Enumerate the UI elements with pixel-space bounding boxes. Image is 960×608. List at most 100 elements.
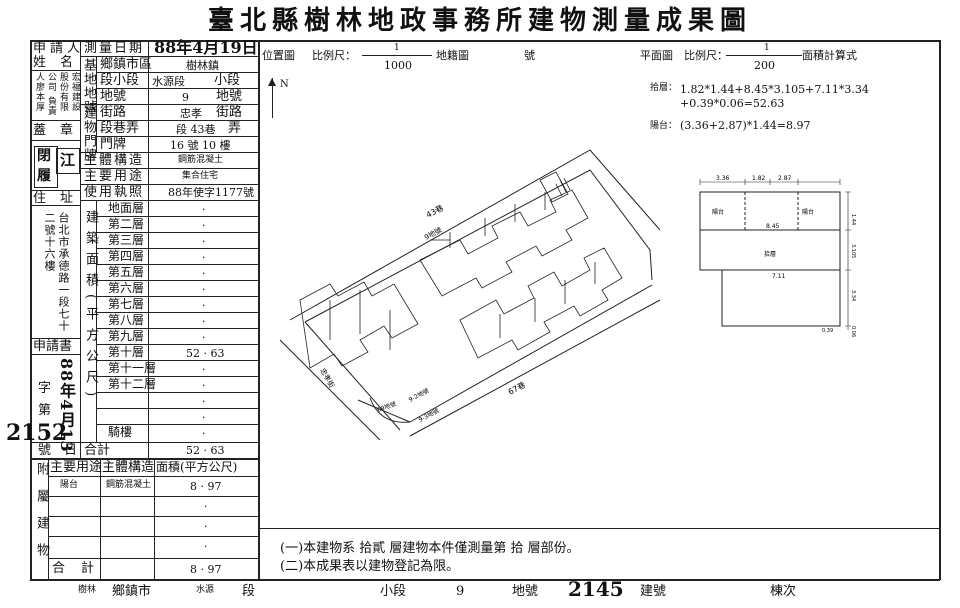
- number-label: 門牌: [100, 137, 127, 152]
- annex-head-use: 主要用途: [50, 460, 103, 475]
- road-67-label: 67巷: [507, 380, 527, 396]
- lane-suffix: 弄: [228, 121, 242, 136]
- area-calc-label: 面積計算式: [802, 49, 857, 62]
- date-label: 日: [64, 443, 78, 458]
- road-67-edge-inner: [409, 284, 653, 423]
- dim-top-2: 1.82: [752, 175, 766, 182]
- floor-area-value: ·: [202, 219, 206, 232]
- applicant-names: 宏福建設股份有限公司 負責人廖本厚: [34, 72, 80, 116]
- plan-label: 平面圖: [640, 49, 673, 62]
- footer-township-value: 樹林: [78, 585, 97, 595]
- door-label: 建物門牌: [81, 106, 96, 162]
- app-book-char: 字: [38, 381, 52, 396]
- road-43-edge-outer: [289, 149, 660, 321]
- dim-334: 3.34: [850, 290, 856, 301]
- cadastral-label: 地籍圖: [436, 49, 469, 62]
- calc2-line1: (3.36+2.87)*1.44=8.97: [680, 119, 811, 132]
- floors-total-label: 合計: [84, 443, 111, 458]
- floor-area-value: ·: [202, 203, 206, 216]
- footer-bldg-no-value: 2145: [568, 577, 624, 601]
- floor-plan: 3.36 1.82 2.87 陽台 陽台 8.45 拾層 7.11 1.44 3…: [699, 175, 856, 337]
- scale-1000-den: 1000: [384, 59, 412, 72]
- app-book-no-suffix: 號: [38, 443, 52, 458]
- survey-date-label: 測量日期: [84, 41, 145, 56]
- note-1: (一)本建物系 拾貳 層建物本件僅測量第 拾 層部份。: [280, 541, 580, 556]
- floor-area-value: ·: [202, 411, 206, 424]
- structure-label: 主體構造: [84, 153, 145, 168]
- north-arrowhead-icon: [268, 78, 276, 86]
- floor-area-value: ·: [202, 379, 206, 392]
- app-book-no-label: 第: [38, 403, 52, 418]
- scale-200-den: 200: [754, 59, 775, 72]
- license-value: 88年使字1177號: [168, 186, 254, 199]
- dim-845: 8.45: [766, 223, 780, 230]
- app-book-year: 88年4月13: [57, 358, 76, 453]
- lot-suffix: 地號: [216, 89, 243, 104]
- street-label: 街路: [100, 105, 127, 120]
- seal-stamp-left: 閉 履: [34, 146, 58, 188]
- footer-township-label: 鄉鎮市: [112, 584, 152, 599]
- road-side-edge-outer: [279, 339, 381, 440]
- street-value: 忠孝: [180, 107, 202, 120]
- floor-area-value: ·: [202, 315, 206, 328]
- township-value: 樹林鎮: [186, 59, 219, 72]
- footer-section-value: 水源: [196, 585, 215, 595]
- lane-value: 段 43巷: [176, 123, 216, 136]
- annex-total-value: 8 · 97: [190, 563, 222, 576]
- scale-1000-num: 1: [394, 43, 400, 53]
- seal-glyph: 履: [37, 168, 51, 184]
- footer-lot-value: 9: [456, 584, 465, 599]
- small-lot-1: 9-2地號: [407, 386, 430, 403]
- section-value: 水源段: [152, 75, 185, 88]
- annex-label: 附屬建物: [34, 462, 49, 570]
- road-43-label: 43巷: [425, 203, 445, 219]
- seal-glyph: 閉: [37, 148, 51, 164]
- floor-name: 騎樓: [108, 425, 133, 439]
- page-title: 臺北縣樹林地政事務所建物測量成果圖: [207, 6, 752, 36]
- footer-subsection-label: 小段: [380, 584, 407, 599]
- floors-total-value: 52 · 63: [186, 444, 225, 457]
- floor-name: 第九層: [108, 329, 145, 343]
- calc1-line1: 1.82*1.44+8.45*3.105+7.11*3.34: [680, 83, 869, 96]
- structure-value: 鋼筋混凝土: [178, 155, 224, 165]
- scale-label: 比例尺：: [312, 49, 356, 62]
- floor-area-value: ·: [202, 427, 206, 440]
- north-arrow-icon: [272, 78, 273, 118]
- license-label: 使用執照: [84, 185, 145, 200]
- address-value: 台北市承德路一段七十二號十六樓: [43, 212, 70, 332]
- floor-area-value: ·: [202, 235, 206, 248]
- dim-3105: 3.105: [850, 244, 856, 258]
- calc1-line2: +0.39*0.06=52.63: [680, 97, 785, 110]
- dim-039: 0.39: [822, 328, 833, 334]
- calc1-label: 拾層：: [650, 83, 678, 93]
- balcony-left-label: 陽台: [712, 208, 724, 216]
- floor-name: 第八層: [108, 313, 145, 327]
- road-side-label: 忠孝街: [318, 367, 336, 390]
- north-label: N: [280, 79, 289, 90]
- floor-name: 第四層: [108, 249, 145, 263]
- floor-area-value: ·: [202, 331, 206, 344]
- lot-value: 9: [182, 91, 189, 104]
- footer-bldg-no-label: 建號: [640, 584, 667, 599]
- floor-name: 第十一層: [108, 361, 157, 375]
- floor-name: 第十層: [108, 345, 145, 359]
- seal-stamp-right: 江: [56, 148, 80, 174]
- annex-area: ·: [204, 500, 208, 513]
- dim-711: 7.11: [772, 273, 786, 280]
- road-43-edge-inner: [304, 169, 653, 323]
- balcony-right-label: 陽台: [802, 208, 814, 216]
- dim-top-3: 2.87: [778, 175, 792, 182]
- calc2-label: 陽台：: [650, 121, 678, 131]
- floor-area-value: ·: [202, 251, 206, 264]
- dim-144: 1.44: [850, 214, 856, 225]
- app-book-no: 2152: [6, 420, 68, 446]
- lot-69-arc: [369, 397, 411, 423]
- seal-label: 蓋章: [33, 123, 88, 138]
- road-67-edge-outer: [409, 299, 660, 437]
- lane-label: 段巷弄: [100, 121, 140, 136]
- footer-section-label: 段: [242, 584, 256, 599]
- use-value: 集合住宅: [182, 171, 219, 181]
- lot-label: 地號: [100, 89, 127, 104]
- floor-area-value: ·: [202, 267, 206, 280]
- cadastral-suffix: 號: [524, 49, 535, 62]
